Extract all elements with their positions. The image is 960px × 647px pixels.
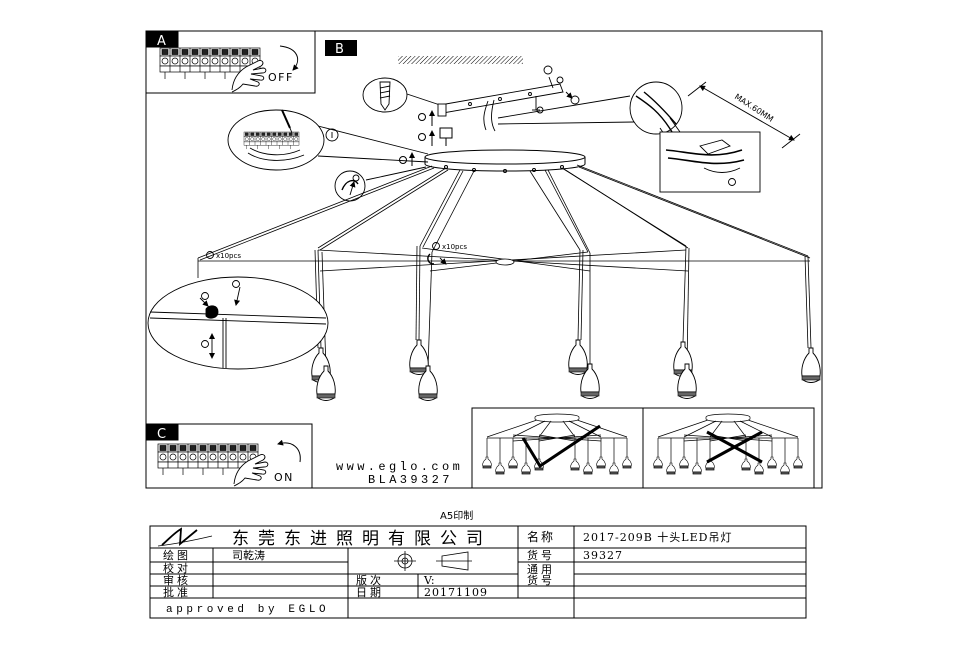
step-marker	[556, 76, 564, 84]
assembly-arrows	[399, 110, 453, 166]
item-number: 39327	[583, 549, 623, 562]
step-marker	[543, 65, 553, 75]
step-marker	[728, 178, 736, 186]
suspension-wires	[197, 164, 811, 261]
step-marker	[201, 340, 209, 348]
panel-a	[145, 30, 316, 94]
spider-cross-wires	[198, 247, 810, 272]
company-name: 东莞东进照明有限公司	[232, 529, 492, 549]
switch-on-label: ON	[274, 471, 294, 484]
panel-a-label: A	[157, 34, 166, 49]
step-marker	[232, 280, 240, 288]
step-marker	[206, 251, 214, 259]
drawn-label: 绘图	[163, 548, 191, 562]
switch-on-arrow-icon	[277, 439, 301, 463]
version-label: 版次	[356, 573, 384, 587]
hand-icon	[231, 60, 267, 93]
panel-b-label-box	[325, 40, 357, 56]
approval-note: approved by EGLO	[166, 604, 329, 616]
version-value: V:	[423, 574, 435, 587]
step-marker	[570, 95, 580, 105]
panel-c-label-box	[146, 424, 179, 441]
installation-comparison	[471, 407, 815, 489]
checked-label: 校对	[163, 561, 191, 575]
name-label: 名称	[527, 529, 555, 544]
max-depth-annotation: MAX.60MM	[733, 92, 775, 124]
step-marker	[201, 292, 209, 300]
ceiling-hatch	[398, 56, 523, 64]
website-text: www.eglo.com	[336, 460, 463, 474]
approved-label: 批准	[163, 585, 191, 599]
pendant-lamp	[801, 347, 821, 383]
screw-detail	[362, 77, 444, 113]
step-marker	[325, 128, 339, 142]
pendant-lamps	[311, 339, 821, 401]
step-marker	[432, 242, 440, 250]
hook-qty-label: x10pcs	[216, 252, 241, 260]
reviewed-label: 审核	[163, 573, 191, 587]
step-marker	[352, 174, 360, 182]
switch-off-label: OFF	[268, 71, 294, 84]
mounting-bracket	[437, 65, 580, 132]
projection-symbol	[394, 551, 472, 571]
check-mark-icon	[521, 424, 601, 469]
step-marker	[536, 106, 544, 114]
product-name: 2017-209B 十头LED吊灯	[583, 530, 732, 544]
pendant-lamp	[409, 339, 429, 375]
clip-detail	[334, 166, 427, 202]
print-format-note: A5印制	[440, 509, 473, 522]
model-number: BLA39327	[368, 473, 453, 487]
step-marker	[399, 156, 407, 164]
drawn-value: 司乾涛	[232, 548, 265, 562]
item-label: 货号	[527, 548, 555, 562]
company-logo	[157, 527, 213, 547]
general-item-label-2: 货号	[527, 573, 555, 587]
general-item-label: 通用	[527, 563, 555, 576]
date-label: 日期	[356, 586, 384, 599]
hook-detail	[147, 276, 329, 370]
panel-a-label-box	[146, 31, 179, 48]
hook-markers	[206, 242, 447, 265]
panel-c-label: C	[157, 427, 166, 442]
terminal-detail	[227, 109, 429, 171]
title-block	[149, 525, 807, 619]
step-marker	[418, 133, 426, 141]
panel-c	[145, 423, 313, 489]
step-marker	[418, 113, 426, 121]
date-value: 20171109	[424, 586, 488, 599]
hand-icon	[233, 454, 269, 487]
canopy	[424, 149, 586, 173]
clip-qty-label: x10pcs	[442, 243, 467, 251]
wire-depth-detail	[497, 81, 801, 193]
switch-off-arrow-icon	[279, 45, 299, 71]
panel-b-label: B	[335, 42, 344, 57]
pendant-lamp	[568, 339, 588, 375]
